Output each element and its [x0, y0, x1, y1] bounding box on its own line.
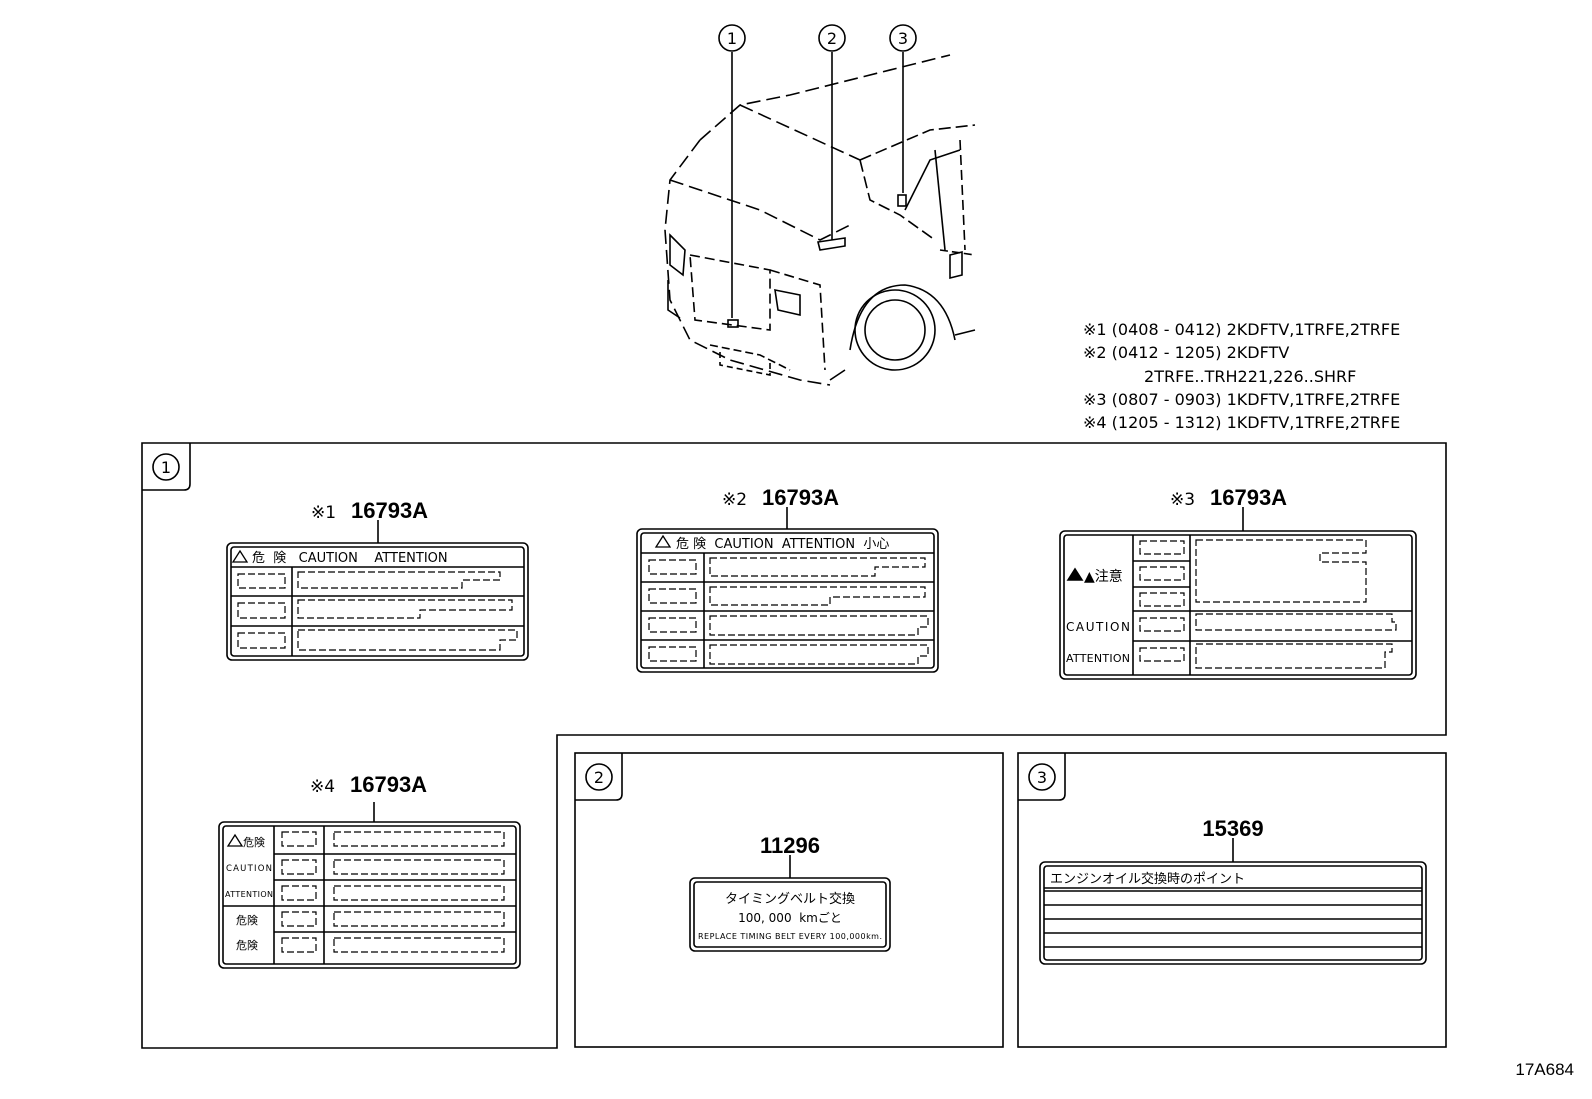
label-s4-side-text-3: ATTENTION — [225, 890, 273, 899]
callout-1-text: 1 — [727, 29, 737, 48]
label-16793a-s4 — [218, 802, 521, 969]
label-s3-side-text-3: ATTENTION — [1066, 652, 1130, 665]
label-s1-part-number: 16793A — [351, 498, 428, 523]
label-15369 — [1039, 838, 1427, 965]
vehicle-illustration — [664, 54, 976, 386]
callout-3-text: 3 — [898, 29, 908, 48]
label-16793a-s1 — [226, 520, 529, 661]
label-s2-header: 危 険 CAUTION ATTENTION 小心 — [676, 537, 889, 552]
callout-3 — [889, 24, 917, 52]
panel-3-number: 3 — [1037, 768, 1047, 787]
label-15369-part-number: 15369 — [1202, 816, 1263, 841]
label-s4-side-text-2: CAUTION — [226, 864, 272, 874]
note-1: ※1 (0408 - 0412) 2KDFTV,1TRFE,2TRFE — [1083, 320, 1401, 339]
callout-leaders — [731, 52, 904, 318]
label-s1-mark: ※1 — [311, 503, 336, 523]
panel-2-number: 2 — [594, 768, 604, 787]
label-s2-part-number: 16793A — [762, 485, 839, 510]
label-s3-mark: ※3 — [1170, 490, 1195, 510]
label-s3-side-text-1: ▲注意 — [1084, 568, 1123, 585]
note-2-continued: 2TRFE..TRH221,226..SHRF — [1083, 366, 1357, 386]
label-16793a-s2 — [636, 507, 939, 673]
panel-1-number: 1 — [161, 458, 171, 477]
label-s3-side-text-2: CAUTION — [1066, 620, 1130, 634]
label-s3-part-number: 16793A — [1210, 485, 1287, 510]
label-15369-header: エンジンオイル交換時のポイント — [1050, 871, 1245, 887]
panel-1-frame — [141, 442, 1447, 1049]
label-s4-part-number: 16793A — [350, 772, 427, 797]
note-4: ※4 (1205 - 1312) 1KDFTV,1TRFE,2TRFE — [1083, 413, 1401, 433]
callout-2 — [818, 24, 846, 52]
label-11296-line-2: 100, 000 kmごと — [738, 910, 842, 925]
callout-1 — [718, 24, 746, 52]
label-16793a-s3 — [1059, 507, 1417, 680]
note-3: ※3 (0807 - 0903) 1KDFTV,1TRFE,2TRFE — [1083, 389, 1401, 409]
panel-3-frame — [1017, 752, 1447, 1048]
label-s2-mark: ※2 — [722, 490, 747, 510]
label-s4-mark: ※4 — [310, 777, 335, 797]
label-11296-line-1: タイミングベルト交換 — [725, 891, 855, 907]
panel-2-frame — [574, 752, 1004, 1048]
label-s4-side-text-1: 危険 — [243, 836, 265, 849]
label-11296-line-3: REPLACE TIMING BELT EVERY 100,000km. — [698, 932, 882, 941]
note-2: ※2 (0412 - 1205) 2KDFTV — [1083, 343, 1290, 363]
label-11296-part-number: 11296 — [760, 833, 820, 858]
label-s1-header: 危 険 CAUTION ATTENTION — [252, 551, 448, 566]
applicability-notes: ※1 (0408 - 0412) 2KDFTV,1TRFE,2TRFE ※2 (… — [1083, 318, 1503, 434]
callout-2-text: 2 — [827, 29, 837, 48]
label-s4-side-text-4: 危険 — [236, 914, 258, 927]
label-11296 — [689, 855, 891, 952]
document-id: 17A684 — [1515, 1060, 1574, 1079]
label-s4-side-text-5: 危険 — [236, 939, 258, 952]
